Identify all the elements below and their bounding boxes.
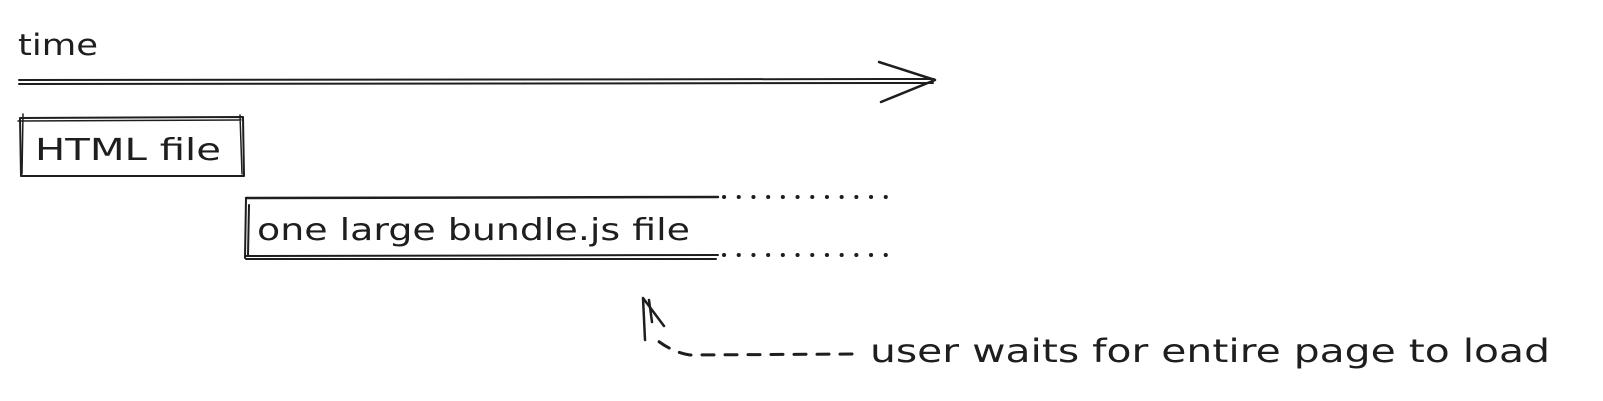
wait-arrow xyxy=(641,296,854,357)
html-file-label: HTML file xyxy=(35,133,221,168)
html-file-block: HTML file xyxy=(17,113,245,177)
bundle-file-block: one large bundle.js file xyxy=(244,195,902,260)
bundle-file-label: one large bundle.js file xyxy=(257,213,690,248)
time-arrow xyxy=(18,60,937,104)
wait-annotation-label: user waits for entire page to load xyxy=(870,332,1550,370)
time-label: time xyxy=(18,28,98,62)
